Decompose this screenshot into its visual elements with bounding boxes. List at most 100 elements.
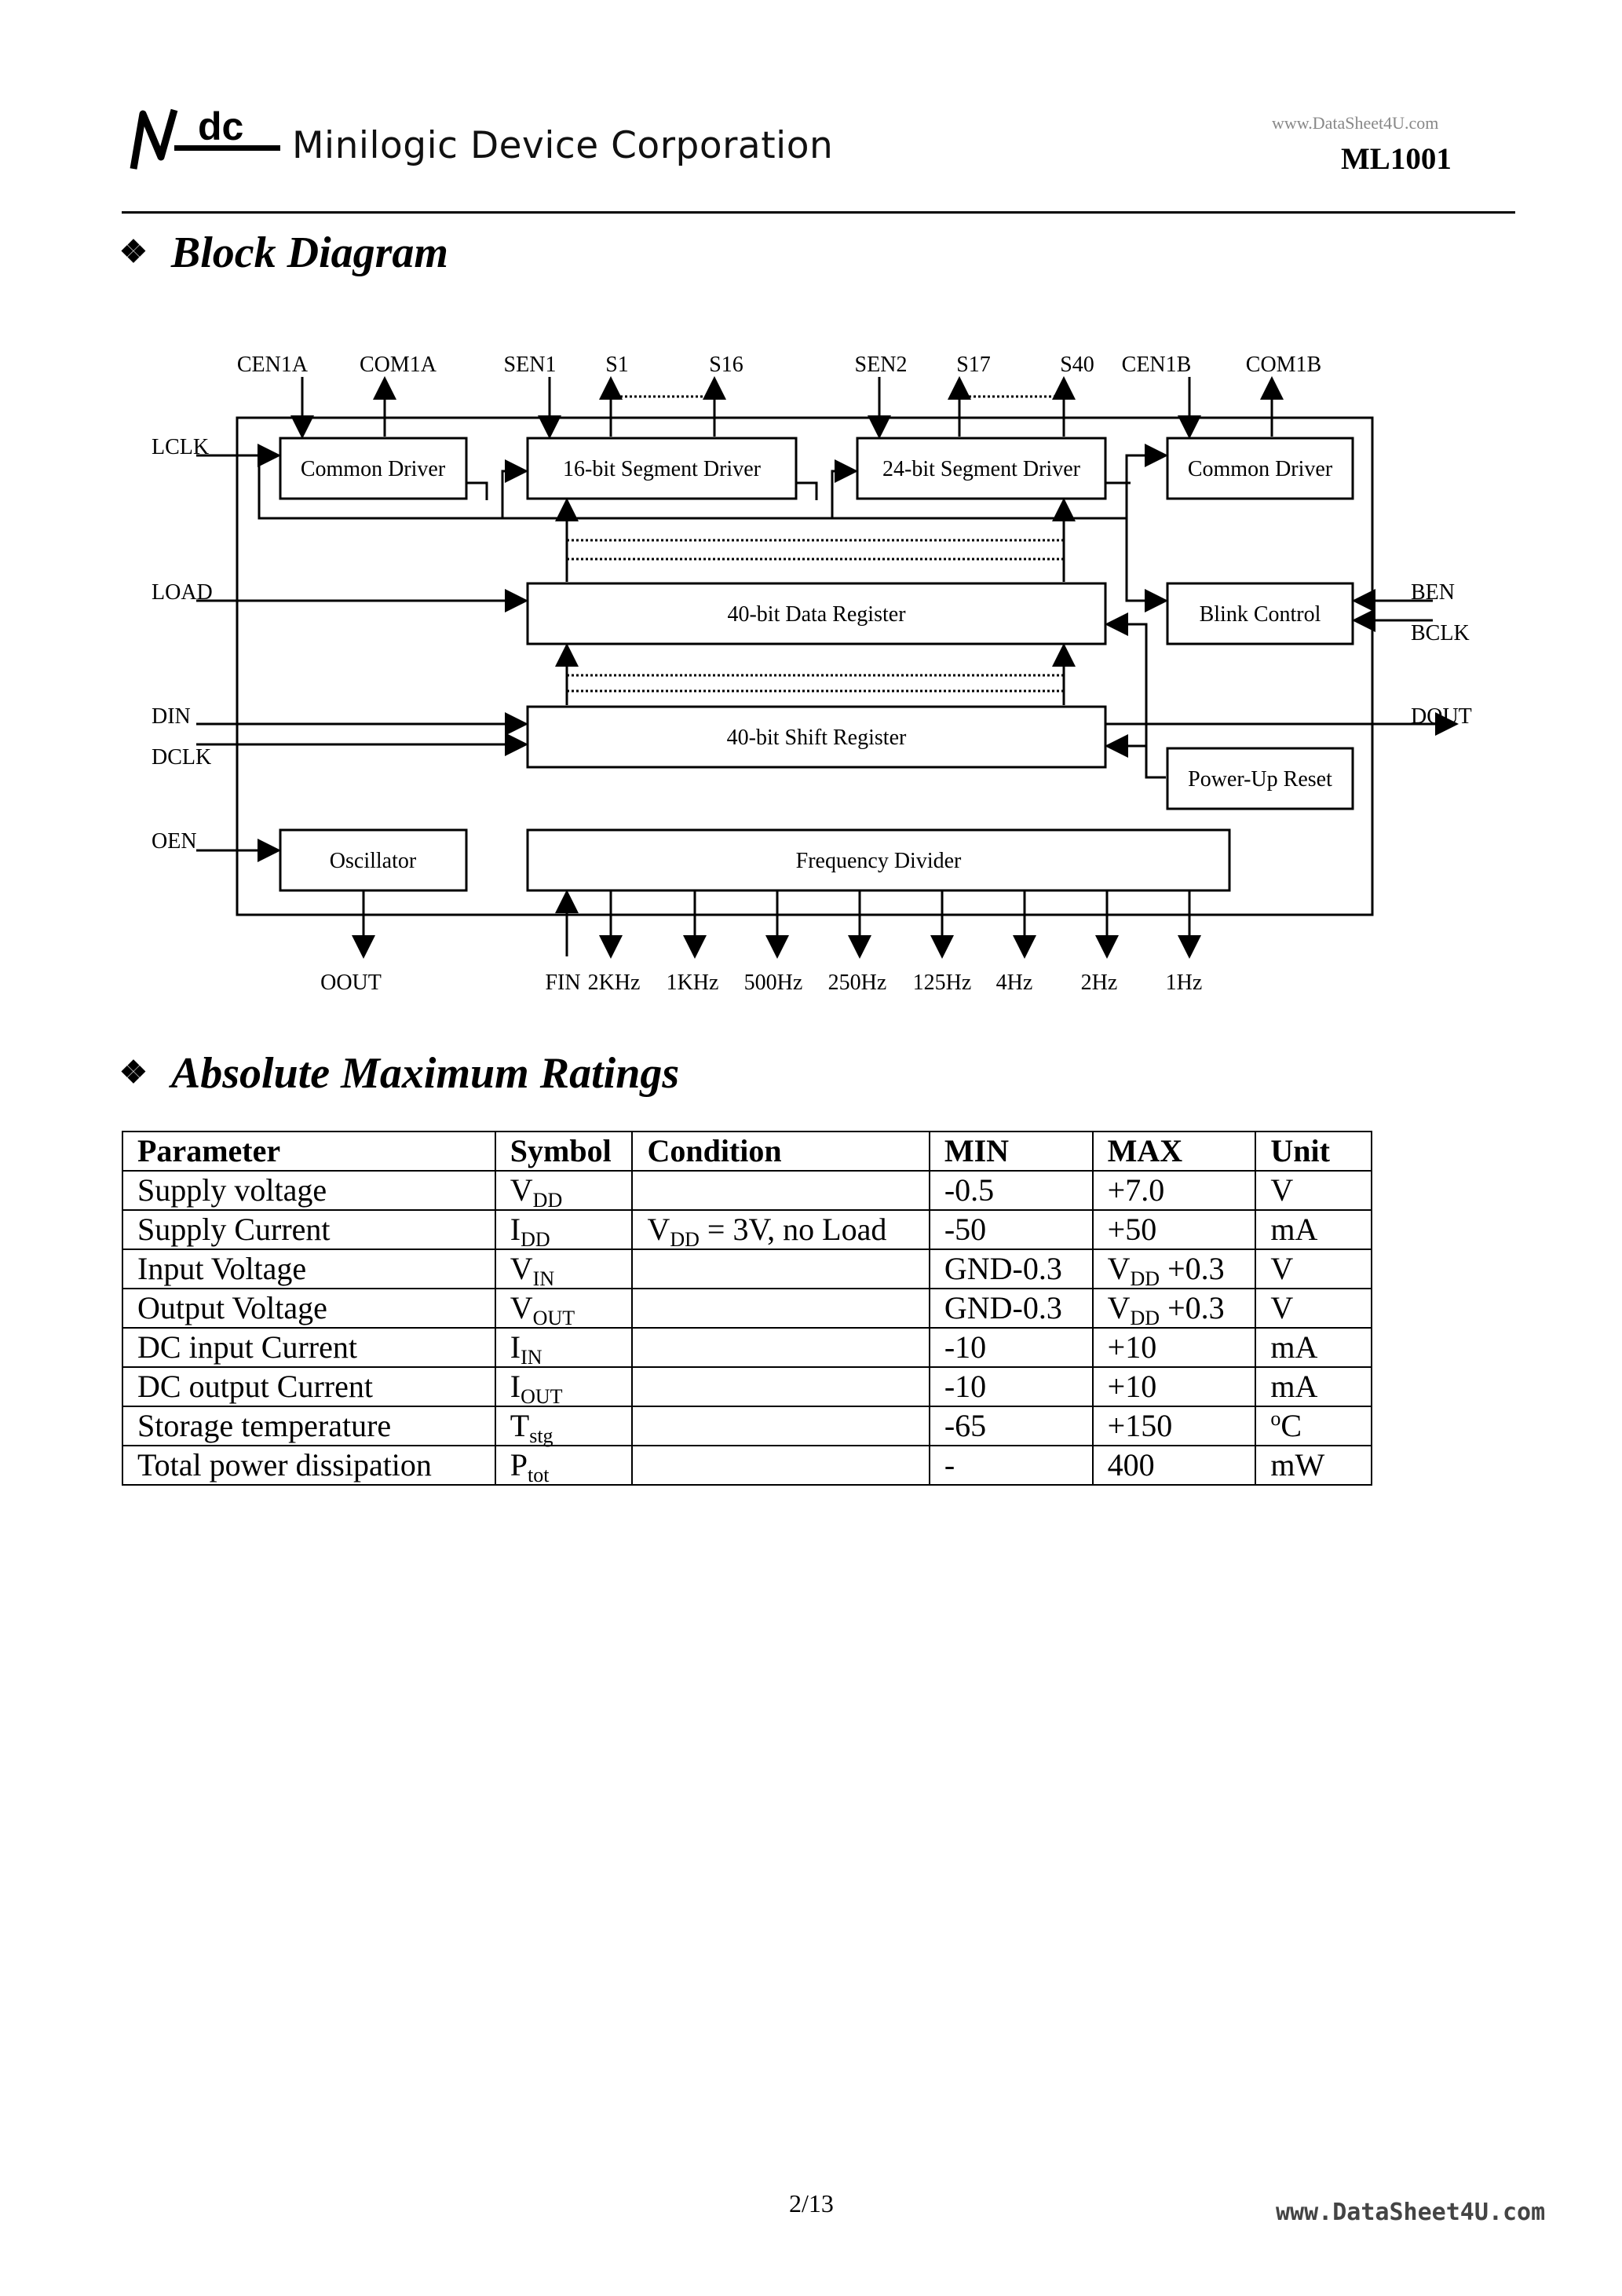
top-watermark[interactable]: www.DataSheet4U.com (1272, 113, 1439, 133)
frequency-divider-box (526, 828, 1231, 892)
block-diagram-title: ❖Block Diagram (119, 229, 448, 277)
header-cell: Symbol (494, 1131, 634, 1172)
pin-sen1: SEN1 (504, 353, 557, 377)
pin-s1: S1 (605, 353, 629, 377)
pin-fin: FIN (545, 971, 580, 995)
block-diagram: Common Driver 16-bit Segment Driver 24-b… (152, 353, 1472, 995)
pin-s40: S40 (1060, 353, 1094, 377)
block-frequency-divider: Frequency Divider (796, 849, 962, 873)
common-driver-b-box (1166, 437, 1354, 500)
unit-cell: mA (1255, 1366, 1372, 1407)
symbol-cell: Tstg (494, 1406, 634, 1446)
pin-500hz: 500Hz (744, 971, 803, 995)
block-shift-register: 40-bit Shift Register (727, 726, 907, 750)
param-cell: Output Voltage (122, 1288, 496, 1329)
max-cell: 400 (1091, 1445, 1257, 1486)
pin-ben: BEN (1411, 580, 1455, 605)
diamond-bullet-icon: ❖ (119, 234, 148, 269)
max-cell: +50 (1091, 1209, 1257, 1250)
min-cell: - (928, 1445, 1094, 1486)
unit-cell: V (1255, 1288, 1372, 1329)
pin-2hz: 2Hz (1081, 971, 1118, 995)
block-seg16: 16-bit Segment Driver (563, 457, 762, 481)
min-cell: -0.5 (928, 1170, 1094, 1211)
table-header-row: Parameter Symbol Condition MIN MAX Unit (122, 1131, 1372, 1172)
symbol-cell: VDD (494, 1170, 634, 1211)
unit-cell: V (1255, 1170, 1372, 1211)
chip-outline (236, 416, 1374, 916)
pin-1khz: 1KHz (667, 971, 719, 995)
pin-2khz: 2KHz (588, 971, 641, 995)
max-cell: VDD +0.3 (1091, 1288, 1257, 1329)
pin-com1b: COM1B (1246, 353, 1321, 377)
pin-s17: S17 (956, 353, 991, 377)
ratings-table: Parameter Symbol Condition MIN MAX Unit … (122, 1131, 1372, 1486)
header-cell: Parameter (122, 1131, 496, 1172)
pin-250hz: 250Hz (828, 971, 887, 995)
param-cell: Storage temperature (122, 1406, 496, 1446)
pin-cen1b: CEN1B (1122, 353, 1192, 377)
symbol-cell: IDD (494, 1209, 634, 1250)
unit-cell: mW (1255, 1445, 1372, 1486)
condition-cell (631, 1406, 930, 1446)
ratings-title: ❖Absolute Maximum Ratings (119, 1049, 680, 1098)
pin-s16: S16 (709, 353, 743, 377)
max-cell: +10 (1091, 1366, 1257, 1407)
common-driver-a-box (279, 437, 468, 500)
page-number: 2/13 (789, 2189, 834, 2217)
min-cell: -50 (928, 1209, 1094, 1250)
block-common-driver-a: Common Driver (301, 457, 446, 481)
min-cell: -10 (928, 1366, 1094, 1407)
block-power-up-reset: Power-Up Reset (1188, 767, 1332, 792)
param-cell: DC output Current (122, 1366, 496, 1407)
seg16-box (526, 437, 798, 500)
block-oscillator: Oscillator (330, 849, 417, 873)
condition-cell (631, 1170, 930, 1211)
param-cell: Input Voltage (122, 1249, 496, 1289)
symbol-cell: Ptot (494, 1445, 634, 1486)
condition-cell (631, 1445, 930, 1486)
unit-cell: V (1255, 1249, 1372, 1289)
param-cell: DC input Current (122, 1327, 496, 1368)
header-cell: MIN (928, 1131, 1094, 1172)
pin-din: DIN (152, 704, 191, 729)
symbol-cell: IIN (494, 1327, 634, 1368)
model-number: ML1001 (1341, 142, 1452, 176)
logo-text: dc (198, 104, 243, 148)
company-logo: dc (130, 104, 280, 170)
param-cell: Supply Current (122, 1209, 496, 1250)
pin-bclk: BCLK (1411, 621, 1470, 645)
company-name: Minilogic Device Corporation (292, 124, 834, 167)
data-register-box (526, 582, 1107, 645)
max-cell: VDD +0.3 (1091, 1249, 1257, 1289)
pin-cen1a: CEN1A (237, 353, 309, 377)
pin-oout: OOUT (320, 971, 382, 995)
pin-4hz: 4Hz (996, 971, 1033, 995)
min-cell: -65 (928, 1406, 1094, 1446)
symbol-cell: VOUT (494, 1288, 634, 1329)
condition-cell: VDD = 3V, no Load (631, 1209, 930, 1250)
pin-dout: DOUT (1411, 704, 1472, 729)
min-cell: -10 (928, 1327, 1094, 1368)
min-cell: GND-0.3 (928, 1288, 1094, 1329)
max-cell: +10 (1091, 1327, 1257, 1368)
seg24-box (856, 437, 1107, 500)
header-cell: Condition (631, 1131, 930, 1172)
condition-cell (631, 1288, 930, 1329)
pin-sen2: SEN2 (855, 353, 908, 377)
blink-control-box (1166, 582, 1354, 645)
unit-cell: mA (1255, 1209, 1372, 1250)
param-cell: Total power dissipation (122, 1445, 496, 1486)
block-seg24: 24-bit Segment Driver (882, 457, 1081, 481)
bottom-watermark[interactable]: www.DataSheet4U.com (1276, 2199, 1546, 2226)
condition-cell (631, 1249, 930, 1289)
max-cell: +7.0 (1091, 1170, 1257, 1211)
pin-oen: OEN (152, 829, 197, 854)
diamond-bullet-icon: ❖ (119, 1055, 148, 1090)
